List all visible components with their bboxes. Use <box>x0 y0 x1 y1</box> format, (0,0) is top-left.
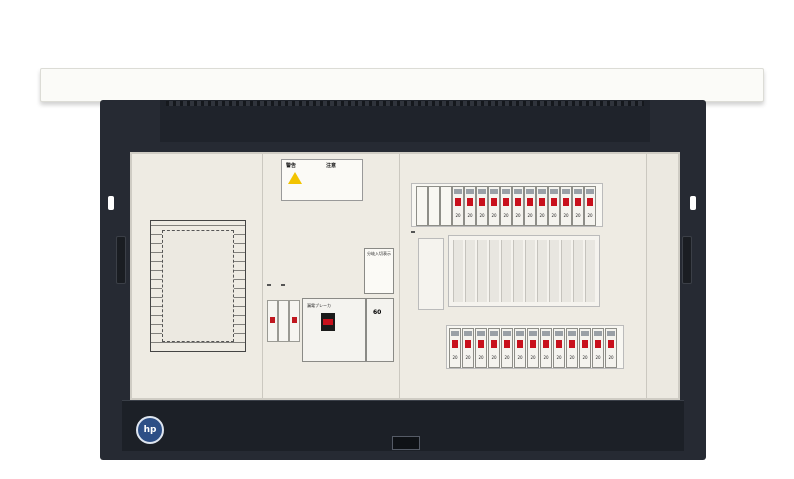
blank-slot <box>428 186 440 226</box>
branch-breaker[interactable]: 20 <box>524 186 536 226</box>
red-vertical-label <box>289 250 295 276</box>
sticker-title: 分岐入切表示 <box>367 251 391 256</box>
knockout-inner <box>162 230 234 342</box>
circuit-tag <box>267 284 271 286</box>
top-cover-lid <box>40 68 764 102</box>
small-breaker-3[interactable] <box>289 300 300 342</box>
main-breaker-title: 漏電ブレーカ <box>307 303 331 308</box>
branch-breaker[interactable]: 20 <box>475 328 487 368</box>
branch-breaker[interactable]: 20 <box>553 328 565 368</box>
ventilation-slots <box>166 101 644 106</box>
branch-breaker[interactable]: 20 <box>548 186 560 226</box>
main-breaker-rating: 60 <box>373 309 382 316</box>
busbar-end-left <box>418 238 444 310</box>
branch-breaker[interactable]: 20 <box>464 186 476 226</box>
blank-slot <box>440 186 452 226</box>
small-breaker-1[interactable] <box>267 300 278 342</box>
small-breaker-2[interactable] <box>278 300 289 342</box>
caution-title: 注意 <box>326 163 337 169</box>
side-clip-right <box>690 196 696 210</box>
branch-breaker[interactable]: 20 <box>488 186 500 226</box>
branch-breaker[interactable]: 20 <box>527 328 539 368</box>
warning-title: 警告 <box>286 163 297 169</box>
hinge-right <box>682 236 692 284</box>
bottom-breaker-row: 20 20 20 20 20 20 20 20 20 20 20 20 20 <box>446 325 624 369</box>
manufacturer-logo: hp <box>136 416 164 444</box>
warning-label: 警告 注意 <box>281 159 363 201</box>
earth-leakage-module: 60 <box>366 298 394 362</box>
branch-breaker[interactable]: 20 <box>501 328 513 368</box>
branch-breaker[interactable]: 20 <box>514 328 526 368</box>
branch-breaker[interactable]: 20 <box>560 186 572 226</box>
branch-breaker[interactable]: 20 <box>500 186 512 226</box>
branch-breaker[interactable]: 20 <box>584 186 596 226</box>
blank-slot <box>416 186 428 226</box>
main-breaker[interactable]: 漏電ブレーカ <box>302 298 366 362</box>
branch-breaker[interactable]: 20 <box>566 328 578 368</box>
branch-breaker[interactable]: 20 <box>572 186 584 226</box>
busbar-area <box>448 235 600 307</box>
branch-breaker[interactable]: 20 <box>476 186 488 226</box>
hinge-left <box>116 236 126 284</box>
branch-breaker[interactable]: 20 <box>462 328 474 368</box>
circuit-tag <box>281 284 285 286</box>
main-breaker-test-button[interactable] <box>323 319 333 325</box>
side-clip-left <box>108 196 114 210</box>
branch-breaker[interactable]: 20 <box>592 328 604 368</box>
branch-breaker[interactable]: 20 <box>579 328 591 368</box>
frame-top-band <box>160 100 650 142</box>
branch-breaker[interactable]: 20 <box>449 328 461 368</box>
branch-breaker[interactable]: 20 <box>536 186 548 226</box>
branch-breaker[interactable]: 20 <box>452 186 464 226</box>
circuit-tag <box>411 231 415 233</box>
branch-breaker[interactable]: 20 <box>488 328 500 368</box>
warning-triangle-icon <box>288 172 302 184</box>
branch-breaker[interactable]: 20 <box>540 328 552 368</box>
branch-breaker[interactable]: 20 <box>605 328 617 368</box>
branch-breaker[interactable]: 20 <box>512 186 524 226</box>
door-latch[interactable] <box>392 436 420 450</box>
top-breaker-row: 20 20 20 20 20 20 20 20 20 20 20 20 <box>411 183 603 227</box>
switch-indicator-sticker: 分岐入切表示 <box>364 248 394 294</box>
